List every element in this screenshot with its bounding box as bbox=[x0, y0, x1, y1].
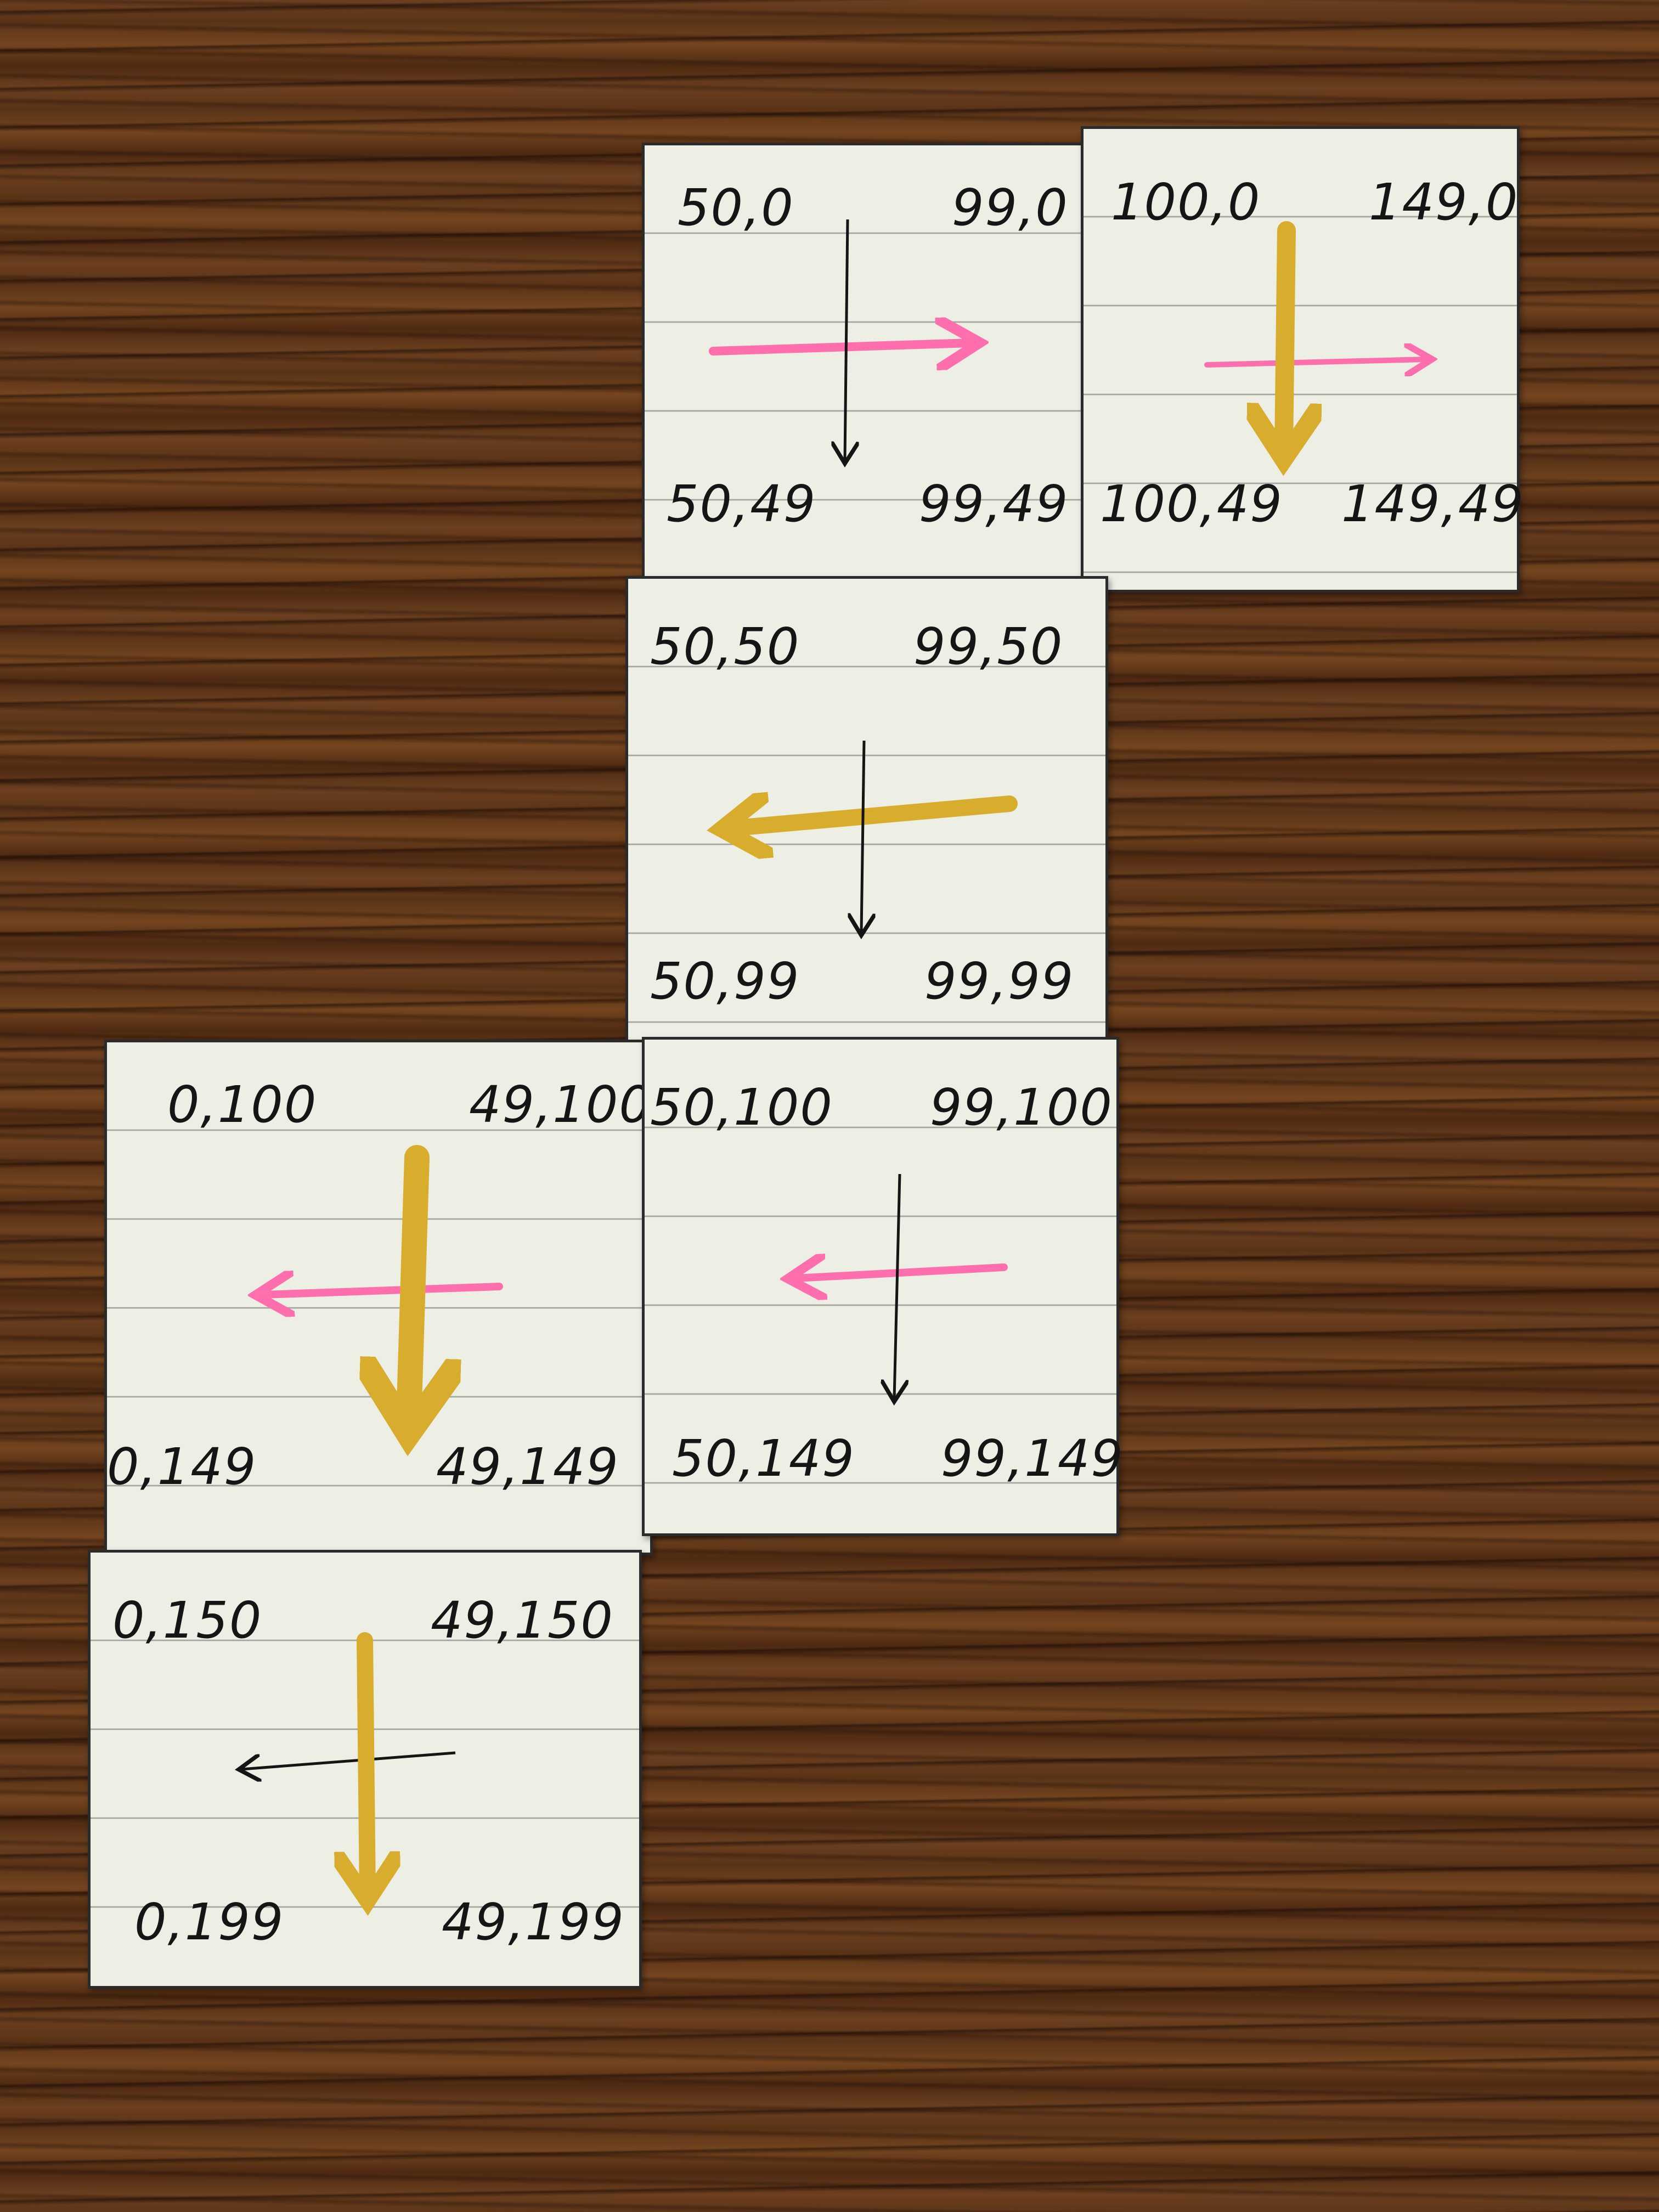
corner-label-top-left: 50,0 bbox=[678, 178, 794, 237]
grid-card-50-50: 50,50 99,50 50,99 99,99 bbox=[625, 576, 1108, 1048]
corner-label-top-right: 49,150 bbox=[431, 1591, 614, 1650]
corner-label-top-right: 99,100 bbox=[930, 1078, 1113, 1137]
corner-label-bottom-right: 149,49 bbox=[1341, 475, 1525, 533]
corner-label-bottom-right: 99,99 bbox=[924, 952, 1075, 1011]
corner-label-bottom-right: 99,149 bbox=[941, 1429, 1124, 1488]
corner-label-bottom-left: 100,49 bbox=[1100, 475, 1283, 533]
corner-label-bottom-left: 0,199 bbox=[134, 1893, 285, 1951]
corner-label-top-left: 50,100 bbox=[650, 1078, 833, 1137]
grid-card-0-150: 0,150 49,150 0,199 49,199 bbox=[88, 1550, 642, 1989]
corner-label-bottom-left: 0,149 bbox=[107, 1437, 257, 1496]
corner-label-bottom-left: 50,149 bbox=[672, 1429, 855, 1488]
corner-label-top-left: 0,150 bbox=[112, 1591, 263, 1650]
grid-card-50-0: 50,0 99,0 50,49 99,49 bbox=[642, 143, 1086, 582]
corner-label-top-right: 99,50 bbox=[913, 617, 1064, 676]
grid-card-50-100: 50,100 99,100 50,149 99,149 bbox=[642, 1037, 1123, 1536]
corner-label-top-right: 99,0 bbox=[952, 178, 1069, 237]
corner-label-top-right: 49,100 bbox=[469, 1075, 652, 1134]
corner-label-bottom-right: 49,199 bbox=[442, 1893, 625, 1951]
corner-label-bottom-right: 49,149 bbox=[436, 1437, 619, 1496]
grid-card-100-0: 100,0 149,0 100,49 149,49 bbox=[1081, 126, 1523, 592]
corner-label-bottom-left: 50,49 bbox=[667, 475, 817, 533]
corner-label-top-left: 0,100 bbox=[167, 1075, 318, 1134]
corner-label-bottom-left: 50,99 bbox=[650, 952, 800, 1011]
corner-label-top-right: 149,0 bbox=[1369, 173, 1519, 232]
corner-label-top-left: 50,50 bbox=[650, 617, 800, 676]
corner-label-top-left: 100,0 bbox=[1111, 173, 1261, 232]
corner-label-bottom-right: 99,49 bbox=[919, 475, 1069, 533]
grid-card-0-100: 0,100 49,100 0,149 49,149 bbox=[104, 1040, 653, 1555]
